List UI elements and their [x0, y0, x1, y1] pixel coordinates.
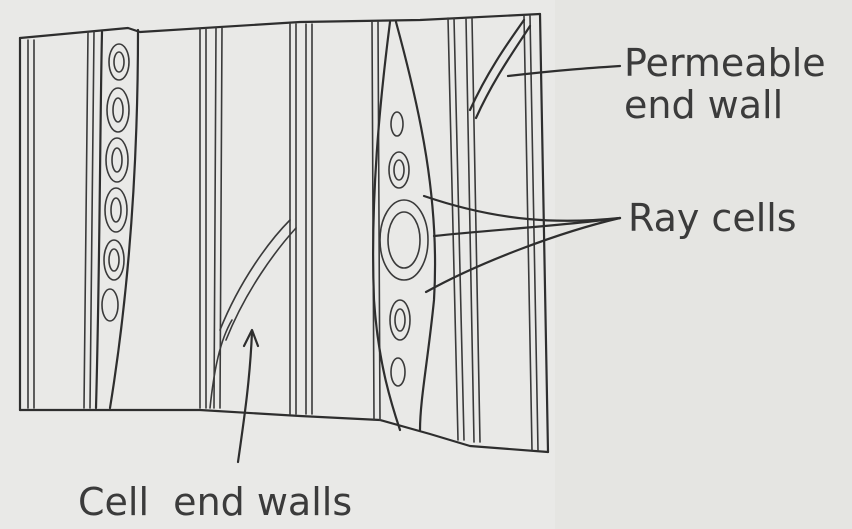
label-permeable-line2: end wall: [624, 84, 826, 126]
label-permeable-line1: Permeable: [624, 42, 826, 84]
label-ray-cells: Ray cells: [628, 196, 797, 240]
label-permeable-end-wall: Permeable end wall: [624, 42, 826, 126]
label-cell-end-walls: Cell end walls: [78, 480, 352, 524]
